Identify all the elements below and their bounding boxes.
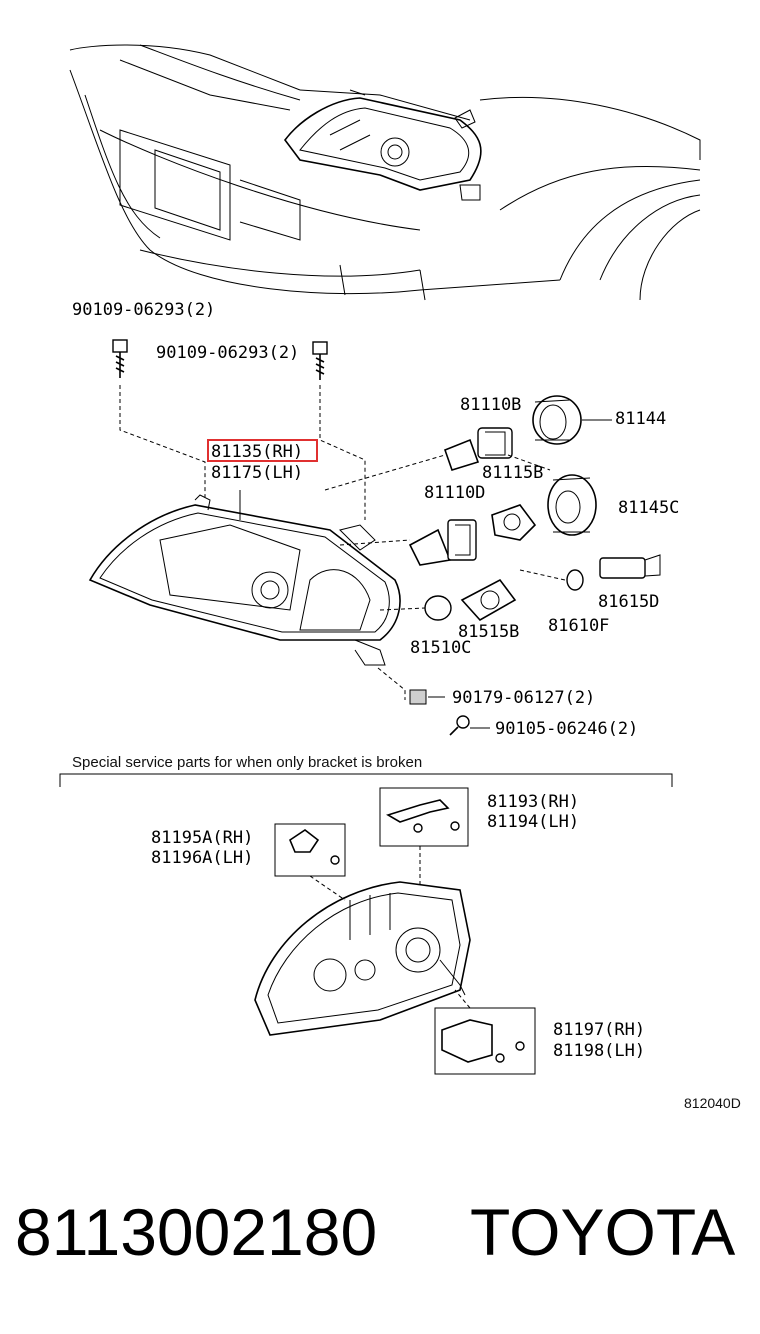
label-bolt-right: 90109-06293(2) [156,343,299,363]
label-81144: 81144 [615,409,666,429]
bulb-81110d-icon [408,519,477,566]
socket-81615d-icon [599,554,661,579]
label-81615d: 81615D [598,592,659,612]
label-81194: 81194(LH) [487,812,579,832]
label-81110b: 81110B [460,395,521,415]
label-81196a: 81196A(LH) [151,848,253,868]
socket-81145c-icon [547,474,597,536]
bulb-81110b-icon [443,427,513,471]
bracket-81193-icon [386,799,450,823]
bulb-81610f-icon [566,569,584,591]
socket-81515b-icon [460,578,517,622]
bracket-box-81197 [434,1007,536,1075]
bolt-right-icon [312,341,328,380]
label-81510c: 81510C [410,638,471,658]
label-81197: 81197(RH) [553,1020,645,1040]
diagram-code: 812040D [684,1095,741,1111]
label-81110d: 81110D [424,483,485,503]
label-90105: 90105-06246(2) [495,719,638,739]
socket-81144-icon [532,395,612,445]
label-81610f: 81610F [548,616,609,636]
label-81145c: 81145C [618,498,679,518]
label-81195a: 81195A(RH) [151,828,253,848]
label-90179: 90179-06127(2) [452,688,595,708]
label-81115b: 81115B [482,463,543,483]
bolt-left-icon [112,339,128,378]
highlight-box [207,439,318,462]
brand-name: TOYOTA [470,1195,735,1269]
bracket-81197-icon [441,1019,493,1063]
bulb-81510c-icon [424,595,452,621]
bracket-81195a-icon [289,829,320,853]
label-81515b: 81515B [458,622,519,642]
bracket-box-81195a [274,823,346,877]
bracket-box-81193 [379,787,469,847]
socket-81115b-icon [491,504,537,541]
label-bolt-left: 90109-06293(2) [72,300,215,320]
special-parts-note: Special service parts for when only brac… [72,754,422,771]
label-headlamp-lh: 81175(LH) [211,463,303,483]
headlamp-assembly-illustration [88,490,401,666]
label-81193: 81193(RH) [487,792,579,812]
screw-icon [449,715,470,736]
label-81198: 81198(LH) [553,1041,645,1061]
headlamp-rear-illustration [254,881,471,1036]
part-number: 8113002180 [15,1195,377,1269]
clip-icon [409,689,427,705]
label-headlamp-rh: 81135(RH) [211,442,303,462]
car-front-illustration [69,44,701,301]
